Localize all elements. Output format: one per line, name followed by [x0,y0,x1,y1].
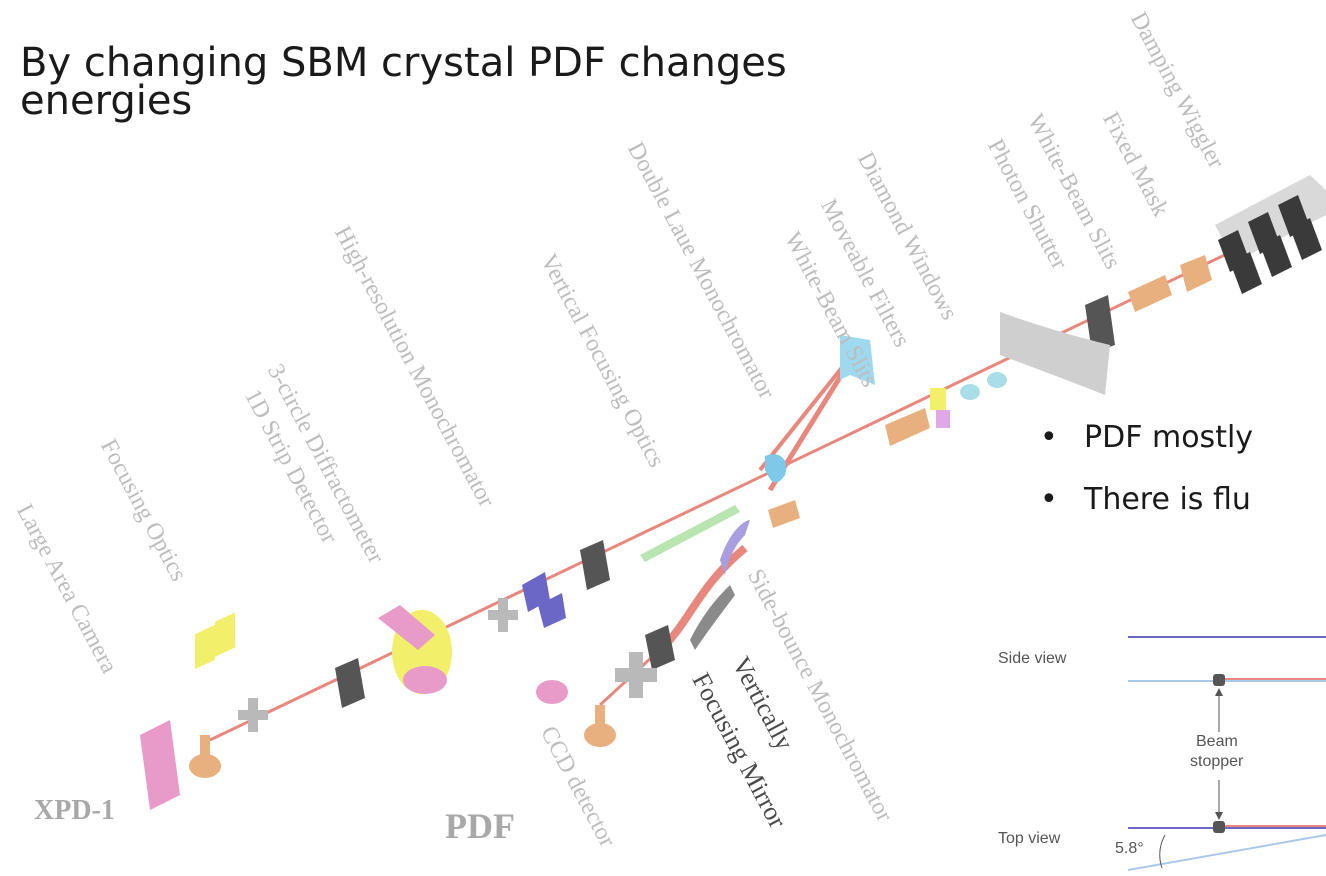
inset-angle-label: 5.8° [1115,840,1144,857]
large-area-camera [140,720,180,810]
inset-side-view-label: Side view [998,650,1067,667]
shutter-1 [580,540,610,590]
inset-figure [1127,636,1326,871]
focusing-optics [195,612,235,670]
station-xpd1: XPD-1 [34,795,115,826]
inset-top-view-label: Top view [998,830,1061,847]
inset-beam-label: Beam [1196,733,1238,750]
focusing-mirror [690,585,735,650]
bullet-text: PDF mostly [1084,420,1254,455]
slit-crosses [238,598,657,732]
main-beam-line [209,248,1236,742]
slide-title: By changing SBM crystal PDF changes ener… [20,40,787,124]
diffractometer [378,605,452,694]
shutter-2 [645,625,675,670]
damping-wiggler [1215,175,1326,294]
double-laue-monochromator [765,335,875,528]
high-resolution-monochromator [522,572,566,628]
side-bounce-monochromator [720,520,750,575]
vertical-focusing-optics [640,505,740,562]
side-bounce-beam [662,544,748,648]
sample-stages [189,705,616,778]
ccd-detector-shape [536,680,568,704]
bullet-text: There is flu [1084,482,1251,517]
inset-stopper-label: stopper [1190,753,1244,770]
beam-components-upstream [885,255,1212,446]
station-pdf: PDF [445,806,515,846]
shutter-3 [335,658,365,708]
beam-stopper-top-marker [1213,674,1225,686]
